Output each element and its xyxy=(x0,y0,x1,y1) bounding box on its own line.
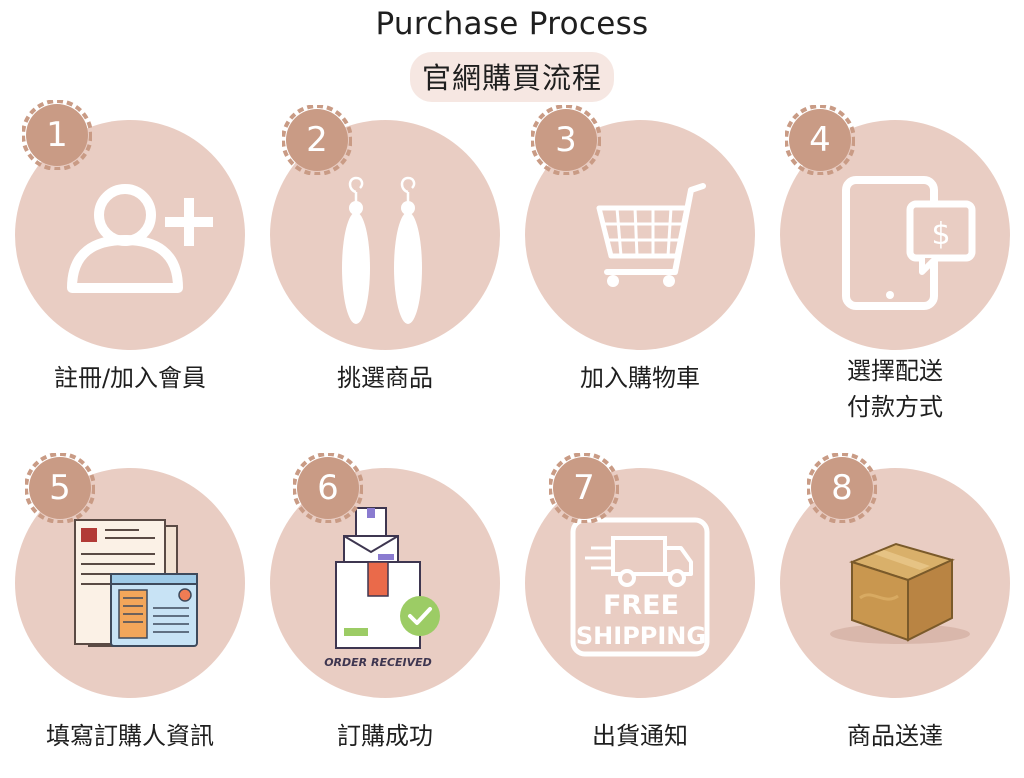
free-text: FREE xyxy=(603,590,679,621)
step-badge: 3 xyxy=(531,105,601,175)
step-label: 商品送達 xyxy=(847,722,943,750)
tablet-payment-icon: $ xyxy=(842,176,976,310)
step-3: 3 加入購物車 xyxy=(510,100,770,430)
title-zh-container: 官網購買流程 xyxy=(0,52,1024,102)
step-number: 6 xyxy=(317,468,339,508)
badge-shape-icon xyxy=(282,105,352,175)
svg-text:$: $ xyxy=(931,217,950,252)
step-6: ORDER RECEIVED 6 訂購成功 xyxy=(255,448,515,778)
step-badge: 2 xyxy=(282,105,352,175)
step-label: 訂購成功 xyxy=(337,722,433,750)
step-label: 出貨通知 xyxy=(592,722,688,750)
step-5: 5 填寫訂購人資訊 xyxy=(0,448,260,778)
step-number: 5 xyxy=(49,468,71,508)
step-label: 註冊/加入會員 xyxy=(53,364,207,392)
step-badge: 5 xyxy=(25,453,95,523)
delivered-box-icon xyxy=(830,542,970,644)
step-2: 2 挑選商品 xyxy=(255,100,515,430)
earrings-icon xyxy=(342,176,422,324)
badge-shape-icon xyxy=(531,105,601,175)
step-1: 1 註冊/加入會員 xyxy=(0,100,260,430)
order-received-text: ORDER RECEIVED xyxy=(324,656,432,669)
form-documents-icon xyxy=(74,519,198,647)
shipping-text: SHIPPING xyxy=(576,622,706,650)
step-label: 加入購物車 xyxy=(580,364,700,392)
shopping-cart-icon xyxy=(596,183,706,287)
step-label: 選擇配送 xyxy=(847,357,943,385)
badge-shape-icon xyxy=(549,453,619,523)
step-badge: 7 xyxy=(549,453,619,523)
step-label: 填寫訂購人資訊 xyxy=(46,722,214,750)
badge-shape-icon xyxy=(293,453,363,523)
step-badge: 8 xyxy=(807,453,877,523)
badge-shape-icon xyxy=(785,105,855,175)
step-badge: 4 xyxy=(785,105,855,175)
badge-shape-icon xyxy=(22,100,92,170)
page-title-en: Purchase Process xyxy=(375,6,649,42)
page-title-zh: 官網購買流程 xyxy=(409,52,614,102)
step-badge: 1 xyxy=(22,100,92,170)
step-badge: 6 xyxy=(293,453,363,523)
step-number: 2 xyxy=(306,120,328,160)
step-7: FREE SHIPPING 7 出貨通知 xyxy=(510,448,770,778)
step-number: 7 xyxy=(573,468,595,508)
step-number: 4 xyxy=(809,120,831,160)
step-label: 挑選商品 xyxy=(337,364,433,392)
free-shipping-truck-icon: FREE SHIPPING xyxy=(570,517,710,657)
step-label-line2: 付款方式 xyxy=(847,393,943,421)
badge-shape-icon xyxy=(25,453,95,523)
order-received-icon: ORDER RECEIVED xyxy=(324,507,440,669)
step-number: 1 xyxy=(46,115,68,155)
step-8: 8 商品送達 xyxy=(765,448,1024,778)
step-number: 8 xyxy=(831,468,853,508)
step-4: $ 4 選擇配送 付款方式 xyxy=(765,100,1024,430)
step-number: 3 xyxy=(555,120,577,160)
badge-shape-icon xyxy=(807,453,877,523)
user-add-icon xyxy=(67,184,213,293)
